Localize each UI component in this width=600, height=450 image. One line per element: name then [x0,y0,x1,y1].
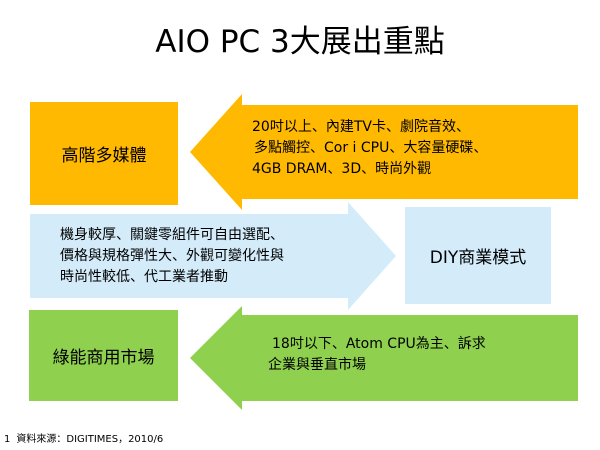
arrow-line: 時尚性較低、代工業者推動 [60,269,228,285]
arrow-line: 18吋以下、Atom CPU為主、訴求 [272,336,486,352]
box-label: 高階多媒體 [61,146,147,166]
arrow-line: 價格與規格彈性大、外觀可變化性與 [60,248,284,264]
source-footnote: 1 資料來源：DIGITIMES，2010/6 [4,430,163,445]
arrow-line: 20吋以上、內建TV卡、劇院音效、 [252,119,470,135]
left-arrow-green [190,306,578,410]
feature-box-diy-business-model: DIY商業模式 [405,207,551,304]
box-label: 綠能商用市場 [52,348,155,368]
footnote-number: 1 [4,434,11,445]
page-title: AIO PC 3大展出重點 [155,24,445,60]
arrow-text-green: 18吋以下、Atom CPU為主、訴求 企業與垂直市場 [268,334,486,376]
footnote-text: 資料來源：DIGITIMES，2010/6 [16,434,164,445]
feature-box-high-end-multimedia: 高階多媒體 [30,102,178,205]
box-label: DIY商業模式 [429,248,527,268]
arrow-text-blue: 機身較厚、關鍵零組件可自由選配、 價格與規格彈性大、外觀可變化性與 時尚性較低、… [60,225,284,288]
arrow-line: 4GB DRAM、3D、時尚外觀 [252,161,432,177]
feature-box-green-commercial-market: 綠能商用市場 [29,310,178,401]
right-arrow-blue [30,202,396,310]
arrow-line: 企業與垂直市場 [268,357,366,373]
arrow-line: 多點觸控、Cor i CPU、大容量硬碟、 [254,140,488,156]
left-arrow-orange [190,94,578,210]
arrow-line: 機身較厚、關鍵零組件可自由選配、 [60,227,284,243]
arrow-text-orange: 20吋以上、內建TV卡、劇院音效、 多點觸控、Cor i CPU、大容量硬碟、 … [252,117,487,180]
